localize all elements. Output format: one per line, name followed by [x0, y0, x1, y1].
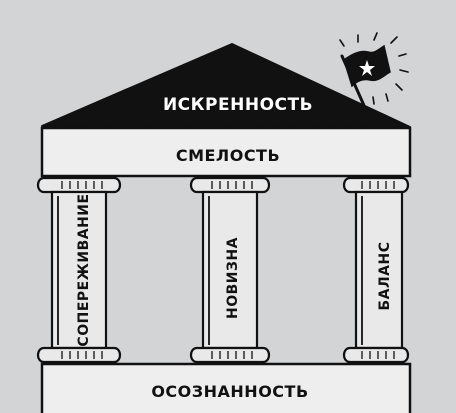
pillar-balans: БАЛАНС: [342, 176, 410, 364]
pillar-novizna: НОВИЗНА: [189, 176, 271, 364]
flag-with-star-icon: [339, 32, 409, 112]
roof: ИСКРЕННОСТЬ: [41, 43, 411, 128]
pillar-label: НОВИЗНА: [225, 237, 241, 319]
pillar-label: СОПЕРЕЖИВАНИЕ: [76, 193, 92, 346]
foundation: ОСОЗНАННОСТЬ: [40, 362, 412, 413]
pillar-sopere: СОПЕРЕЖИВАНИЕ: [36, 176, 122, 364]
beam: СМЕЛОСТЬ: [40, 126, 412, 178]
foundation-label: ОСОЗНАННОСТЬ: [151, 382, 308, 401]
pillar-label: БАЛАНС: [377, 242, 393, 311]
beam-label: СМЕЛОСТЬ: [176, 146, 280, 165]
roof-label: ИСКРЕННОСТЬ: [163, 95, 313, 115]
